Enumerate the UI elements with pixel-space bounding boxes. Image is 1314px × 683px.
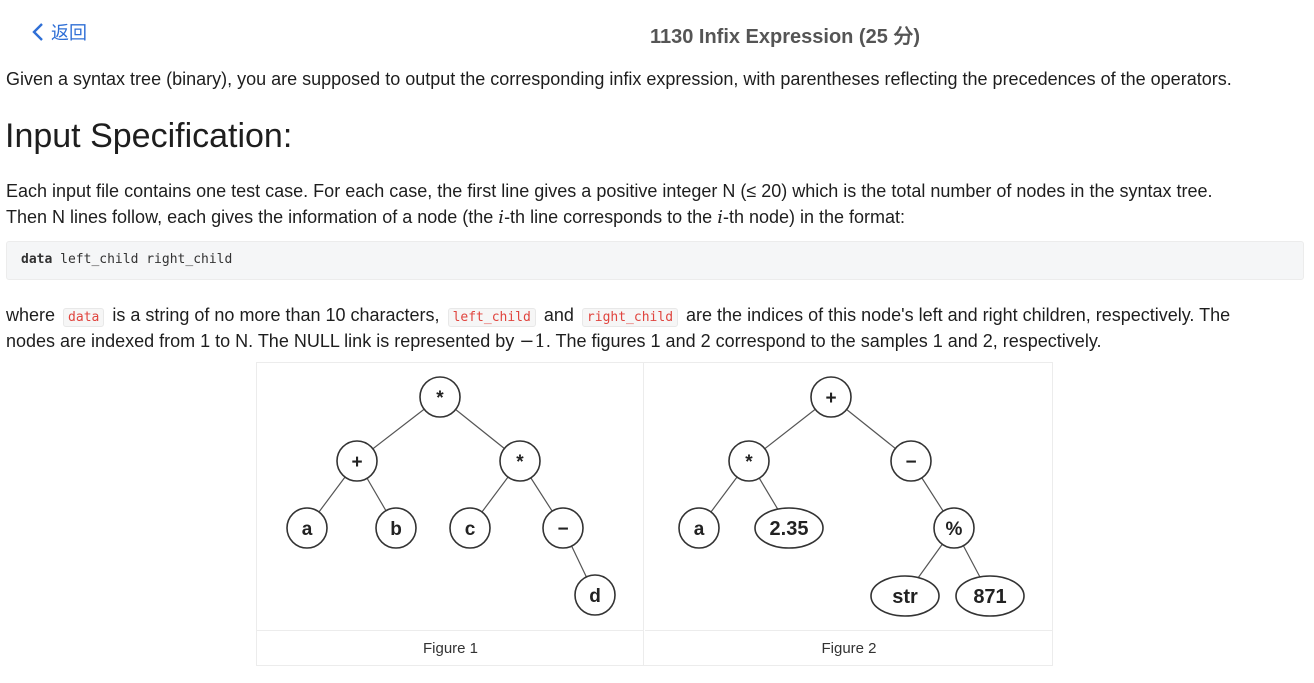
format-keyword: data [21,252,53,267]
math-minus-one: −1 [519,331,546,352]
intro-paragraph: Given a syntax tree (binary), you are su… [6,69,1232,89]
tree-nodes-2: + * − a 2.35% str 871 [678,376,1025,617]
tree-node-circle [449,507,491,549]
tree-node-circle [419,376,461,418]
inline-code-right-child: right_child [581,308,679,327]
text-segment: -th node) in the format: [722,207,906,227]
text-segment: Then N lines follow, each gives the info… [6,207,499,227]
tree-node-circle [728,440,770,482]
tree-node-circle [375,507,417,549]
tree-node-label: * [516,452,524,473]
tree-node-label: % [946,519,963,540]
format-code-block: data left_child right_child [6,241,1304,280]
format-rest: left_child right_child [52,252,233,267]
tree-node-label: * [436,388,444,409]
tree-node-circle [955,575,1025,617]
text-segment: . The figures 1 and 2 correspond to the … [545,331,1102,351]
math-i: i [498,207,505,228]
tree-node-label: a [694,519,705,540]
inline-code-left-child: left_child [447,308,536,327]
tree-node-circle [933,507,975,549]
math-i: i [717,207,723,228]
figure-caption-row: Figure 2 [645,630,1053,665]
top-bar: 返回 1130 Infix Expression (25 分) [0,0,1314,62]
figure-1-tree: * + * a b c − d [286,376,616,616]
tree-node-label: + [825,388,836,409]
tree-node-label: 871 [973,586,1006,608]
text-segment: nodes are indexed from 1 to N. The NULL … [6,331,520,351]
tree-node-label: − [905,452,916,473]
input-paragraph-line2: Then N lines follow, each gives the info… [6,204,905,231]
tree-node-label: − [557,519,568,540]
tree-node-label: + [351,452,362,473]
tree-node-circle [542,507,584,549]
tree-node-circle [499,440,541,482]
figure-caption-row: Figure 1 [257,630,644,665]
text-segment: are the indices of this node's left and … [686,305,1231,325]
text-segment: where [6,305,56,325]
input-heading: Input Specification: [5,117,293,155]
figure-1-caption: Figure 1 [422,640,479,657]
where-paragraph-line1: where data is a string of no more than 1… [6,302,1230,331]
tree-node-label: d [589,586,601,607]
back-label: 返回 [51,23,87,44]
figure-2-tree: + * − a 2.35% str 871 [678,376,1025,617]
tree-node-circle [754,507,824,549]
page-title: 1130 Infix Expression (25 分) [649,26,921,48]
tree-node-circle [574,574,616,616]
input-paragraph-line1: Each input file contains one test case. … [6,181,1213,201]
where-paragraph-line2: nodes are indexed from 1 to N. The NULL … [6,328,1101,355]
tree-node-circle [678,507,720,549]
tree-node-label: a [302,519,313,540]
text-segment: and [543,305,574,325]
back-button[interactable]: 返回 [30,19,87,45]
inline-code-data: data [63,308,105,327]
figure-1-cell: * + * a b c − d Figure 1 [257,363,644,665]
tree-node-label: 2.35 [770,518,809,540]
tree-node-circle [870,575,940,617]
tree-node-circle [810,376,852,418]
tree-node-label: str [892,586,918,608]
tree-node-circle [336,440,378,482]
figure-2-caption: Figure 2 [821,640,877,657]
tree-node-circle [286,507,328,549]
tree-node-label: c [465,519,476,540]
figures-table: * + * a b c − d Figure 1 + * − a 2.35% str 871 Figure… [256,362,1053,666]
text-segment: is a string of no more than 10 character… [112,305,440,325]
text-segment: -th line corresponds to the [504,207,718,227]
tree-node-circle [890,440,932,482]
tree-node-label: b [390,519,402,540]
chevron-left-icon [32,23,43,41]
tree-nodes-1: * + * a b c − d [286,376,616,616]
tree-node-label: * [745,452,753,473]
figure-2-cell: + * − a 2.35% str 871 Figure 2 [645,363,1053,665]
